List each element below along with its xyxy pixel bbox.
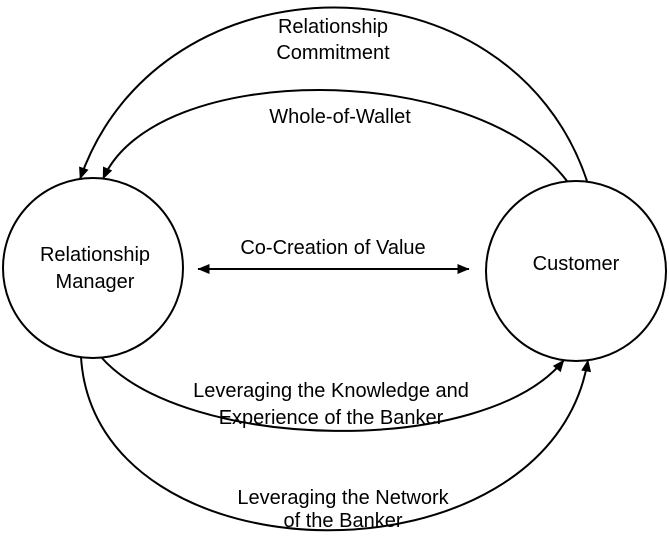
- knowledge-experience-label-line2: Experience of the Banker: [219, 407, 444, 429]
- node-relationship-manager-circle: [2, 177, 184, 359]
- knowledge-experience-label-line1: Leveraging the Knowledge and: [193, 380, 469, 402]
- relationship-manager-label-line1: Relationship: [40, 244, 150, 266]
- relationship-commitment-label-line2: Commitment: [276, 42, 390, 64]
- edge-relationship-commitment: [79, 6, 588, 182]
- relationship-commitment-label-line1: Relationship: [278, 16, 388, 38]
- whole-of-wallet-label: Whole-of-Wallet: [269, 106, 411, 128]
- edge-network: [80, 356, 592, 532]
- co-creation-of-value-label: Co-Creation of Value: [240, 237, 425, 259]
- node-customer-circle: [485, 180, 667, 362]
- customer-label: Customer: [533, 253, 620, 275]
- edge-whole-of-wallet: [102, 89, 568, 182]
- edge-knowledge-experience: [100, 356, 565, 432]
- network-label-line1: Leveraging the Network: [237, 487, 449, 509]
- network-label-line2: of the Banker: [284, 510, 403, 532]
- relationship-manager-label-line2: Manager: [56, 271, 135, 293]
